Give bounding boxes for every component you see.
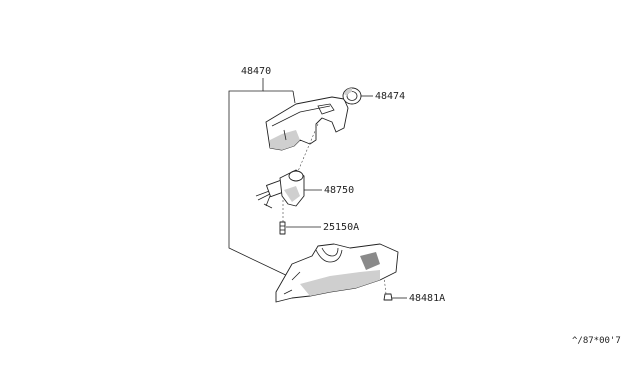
label-48470: 48470 [241, 66, 271, 77]
upper-column-cover [265, 96, 349, 151]
lower-column-cover [275, 243, 399, 303]
screw [383, 293, 393, 301]
assembly-line-upper [295, 123, 319, 177]
ignition-switch [279, 221, 286, 235]
label-48474: 48474 [375, 91, 405, 102]
bracket-leader-48470 [228, 78, 296, 279]
label-48750: 48750 [324, 185, 354, 196]
key-ring-illumination [342, 87, 362, 105]
label-48481a: 48481A [409, 293, 445, 304]
diagram-code: ^/87*00'7 [572, 336, 621, 346]
steering-lock-assembly [255, 169, 305, 209]
label-25150a: 25150A [323, 222, 359, 233]
